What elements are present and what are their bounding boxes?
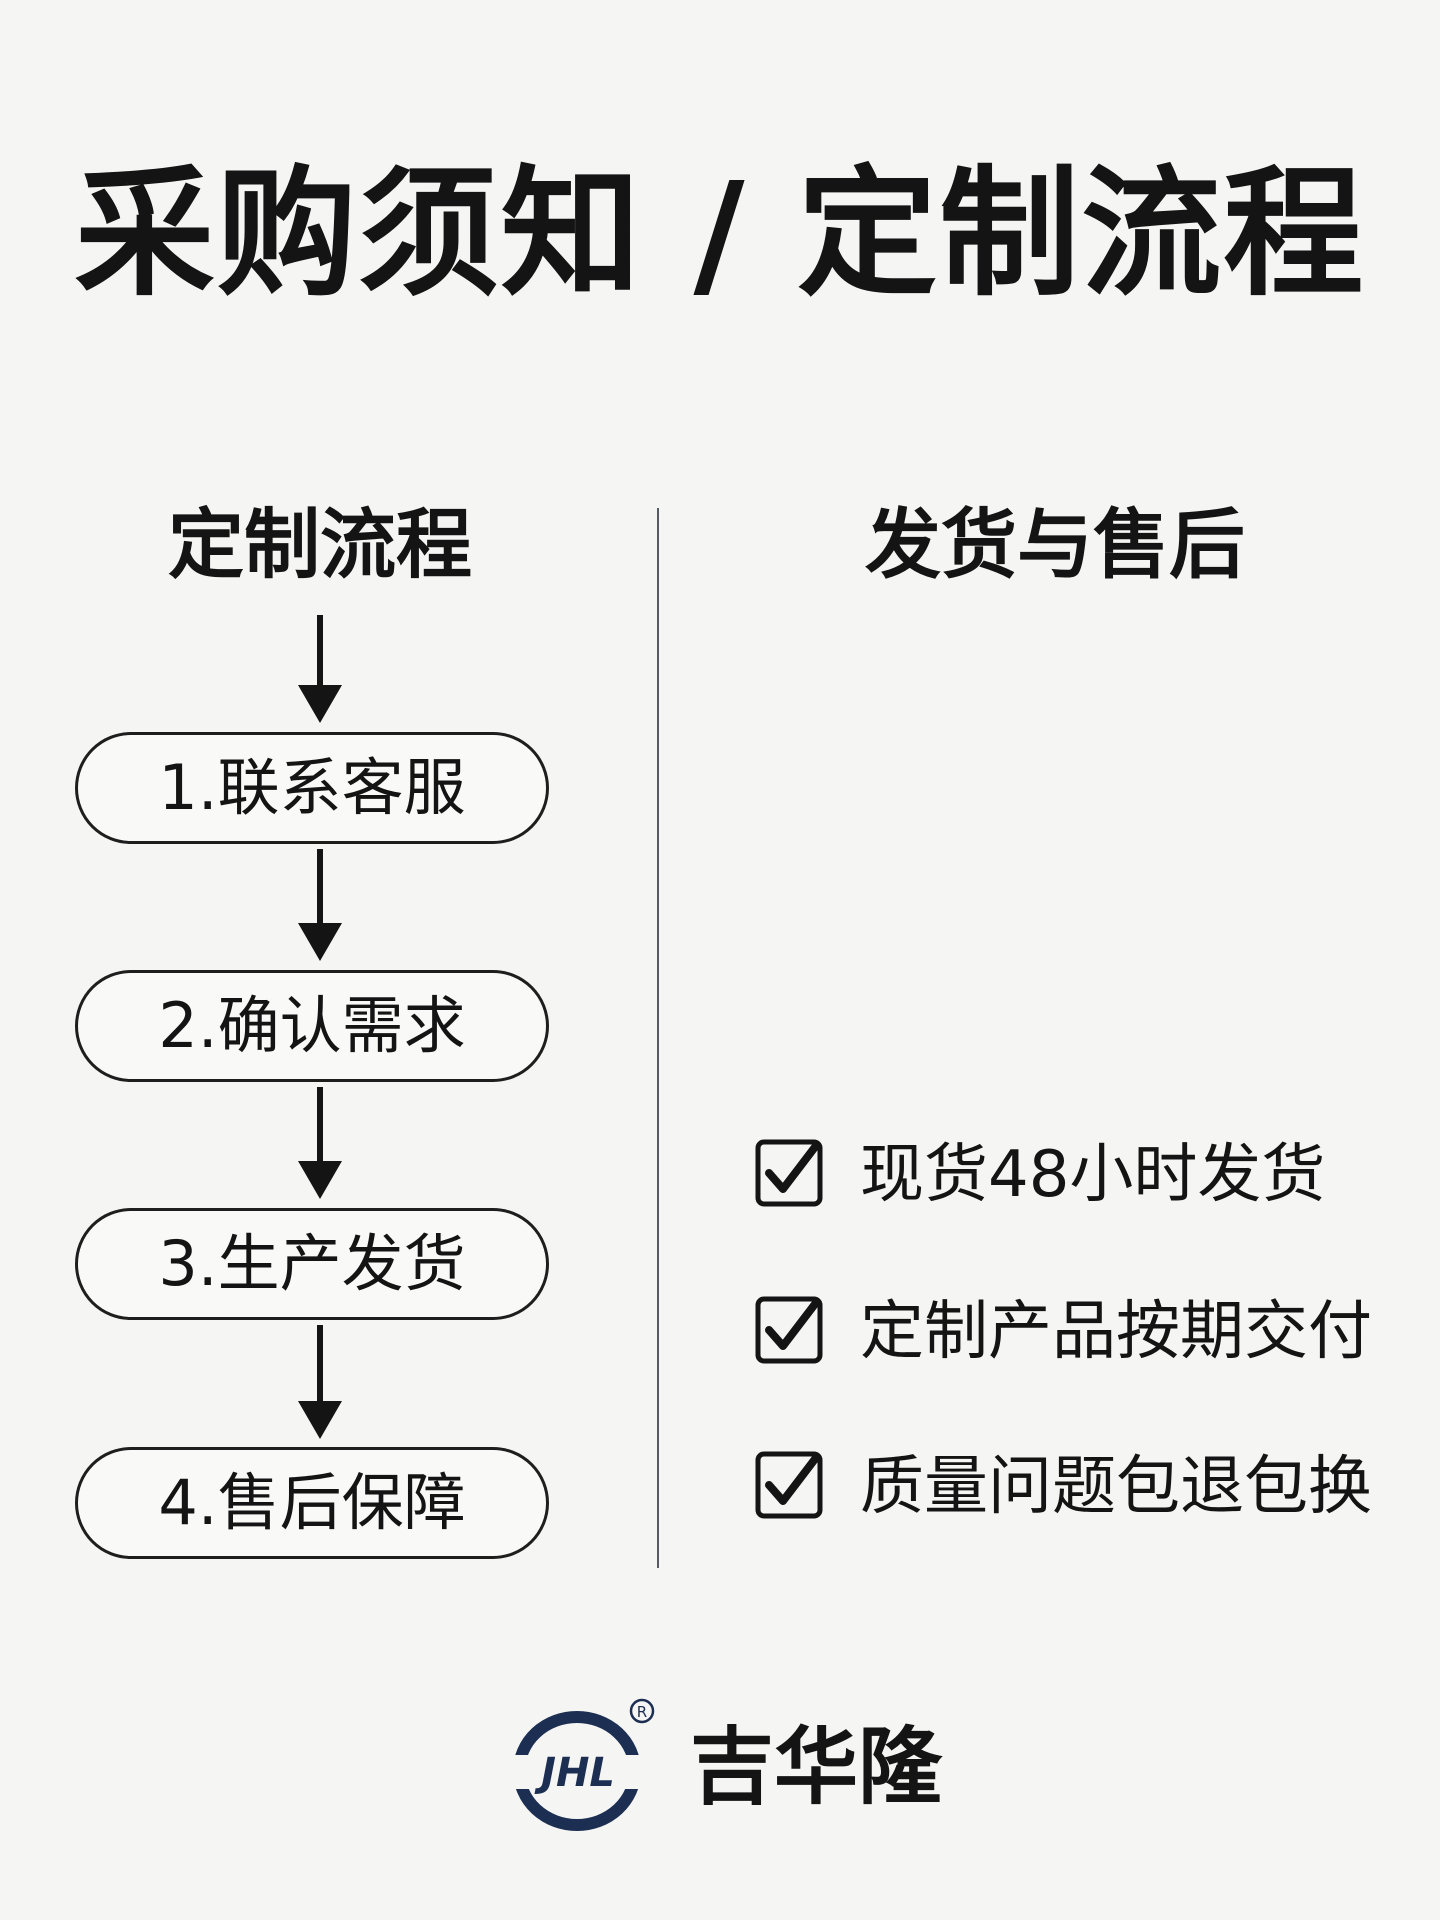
custom-process-heading: 定制流程	[168, 500, 472, 589]
jhl-logo-icon: JHL R	[512, 1698, 655, 1831]
checkbox-checked-icon	[755, 1139, 823, 1207]
list-item: 现货48小时发货	[755, 1135, 1395, 1215]
checkbox-checked-icon	[755, 1296, 823, 1364]
item-label: 现货48小时发货	[860, 1138, 1326, 1212]
down-arrow-icon	[298, 1087, 342, 1199]
brand-name: 吉华隆	[690, 1718, 943, 1816]
brand-logo: JHL R 吉华隆	[510, 1695, 950, 1835]
registered-mark: R	[637, 1703, 647, 1721]
list-item: 质量问题包退包换	[755, 1447, 1395, 1527]
page-title: 采购须知 / 定制流程	[74, 153, 1366, 316]
step-confirm-requirements: 2.确认需求	[75, 970, 549, 1082]
checkbox-checked-icon	[755, 1451, 823, 1519]
down-arrow-icon	[298, 849, 342, 961]
logo-mark-text: JHL	[534, 1750, 615, 1796]
list-item: 定制产品按期交付	[755, 1292, 1395, 1372]
down-arrow-icon	[298, 1325, 342, 1439]
down-arrow-icon	[298, 615, 342, 723]
step-contact-service: 1.联系客服	[75, 732, 549, 844]
step-production-shipping: 3.生产发货	[75, 1208, 549, 1320]
shipping-aftersales-heading: 发货与售后	[865, 500, 1245, 589]
column-divider	[657, 508, 659, 1568]
item-label: 定制产品按期交付	[860, 1295, 1372, 1369]
step-aftersales-guarantee: 4.售后保障	[75, 1447, 549, 1559]
item-label: 质量问题包退包换	[860, 1450, 1372, 1524]
